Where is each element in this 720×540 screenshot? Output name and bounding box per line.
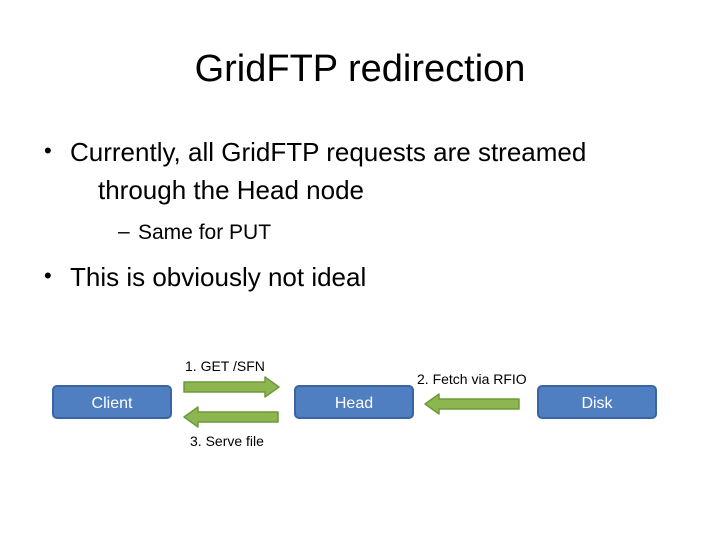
bullet-marker: •: [44, 263, 52, 288]
fetch-rfio-arrow: [424, 393, 520, 415]
slide-title: GridFTP redirection: [194, 48, 526, 90]
client-node: Client: [52, 385, 172, 419]
subbullet-1: Same for PUT: [138, 221, 272, 244]
subbullet-dash: –: [118, 220, 130, 243]
bullet-2-line-1: This is obviously not ideal: [70, 262, 367, 292]
fetch-rfio-label: 2. Fetch via RFIO: [417, 371, 527, 387]
disk-node: Disk: [537, 385, 657, 419]
serve-file-arrow: [183, 406, 279, 428]
serve-file-label: 3. Serve file: [190, 433, 264, 449]
get-request-label: 1. GET /SFN: [185, 358, 265, 374]
bullet-marker: •: [44, 138, 52, 163]
bullet-1-line-1: Currently, all GridFTP requests are stre…: [70, 137, 587, 167]
bullet-1-line-2: through the Head node: [98, 175, 364, 205]
get-request-arrow: [183, 376, 280, 398]
head-node: Head: [294, 385, 414, 419]
